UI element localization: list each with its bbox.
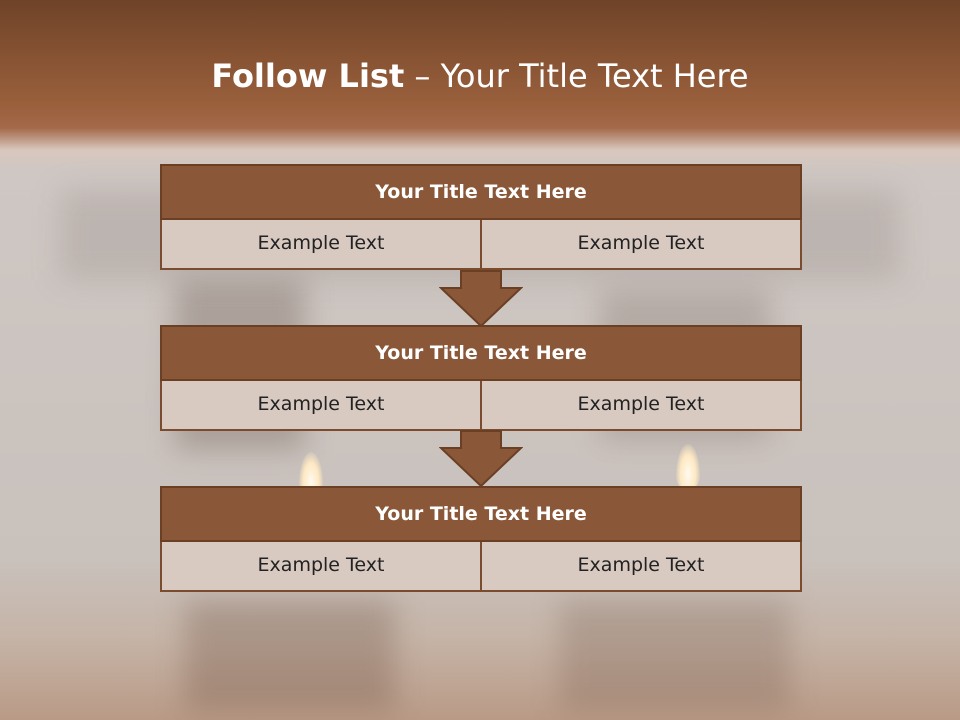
background-candle-glass <box>185 600 395 710</box>
down-arrow-icon <box>439 430 523 488</box>
block-row: Example Text Example Text <box>160 381 802 431</box>
block-title: Your Title Text Here <box>160 164 802 220</box>
list-block-1: Your Title Text Here Example Text Exampl… <box>160 164 802 270</box>
slide-title-rest: – Your Title Text Here <box>404 57 749 95</box>
slide-title-bold: Follow List <box>211 57 405 95</box>
block-title: Your Title Text Here <box>160 486 802 542</box>
background-candle-glass <box>560 600 790 710</box>
candle-flame-image <box>676 444 700 490</box>
block-cell-right: Example Text <box>482 220 802 270</box>
list-block-3: Your Title Text Here Example Text Exampl… <box>160 486 802 592</box>
block-title: Your Title Text Here <box>160 325 802 381</box>
block-cell-left: Example Text <box>160 542 482 592</box>
block-row: Example Text Example Text <box>160 220 802 270</box>
block-cell-left: Example Text <box>160 220 482 270</box>
block-cell-right: Example Text <box>482 381 802 431</box>
slide-title: Follow List – Your Title Text Here <box>0 52 960 100</box>
block-cell-right: Example Text <box>482 542 802 592</box>
block-cell-left: Example Text <box>160 381 482 431</box>
down-arrow-icon <box>439 270 523 328</box>
list-block-2: Your Title Text Here Example Text Exampl… <box>160 325 802 431</box>
block-row: Example Text Example Text <box>160 542 802 592</box>
